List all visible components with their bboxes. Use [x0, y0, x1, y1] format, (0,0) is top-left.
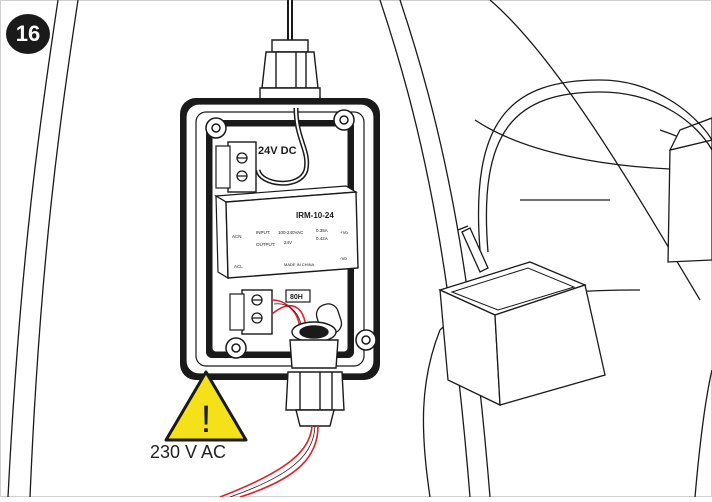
fuse-label: 80H [290, 294, 303, 301]
bottom-cable-gland [285, 321, 345, 427]
mains-cable [219, 425, 319, 498]
warning-icon: ! [164, 370, 248, 442]
dc-terminal-block: 24V DC [215, 141, 297, 193]
step-badge-circle [6, 14, 50, 54]
label-acl: ACL [234, 264, 243, 269]
label-acn: ACN [232, 234, 242, 239]
label-output-value: 24V [284, 240, 292, 245]
label-input-current: 0.35A [316, 228, 328, 233]
warning-symbol: ! [201, 399, 212, 441]
label-output-current: 0.42A [316, 236, 328, 241]
corner-screws [205, 109, 377, 359]
label-vo-minus: -Vo [340, 256, 347, 261]
step-badge: 16 [6, 14, 62, 54]
dc-terminal-label: 24V DC [258, 145, 297, 157]
voltage-label: 230 V AC [150, 442, 227, 462]
lamp-housing [667, 117, 712, 263]
label-origin: MADE IN CHINA [284, 262, 315, 267]
label-vo-plus: +Vo [340, 230, 348, 235]
label-input-value: 100-240VAC [278, 230, 304, 235]
label-input: INPUT: [256, 230, 270, 235]
step-number: 16 [15, 21, 41, 46]
label-output: OUTPUT: [256, 242, 275, 247]
hanging-sensor [438, 79, 712, 407]
top-cable-gland [259, 39, 321, 109]
module-model: IRM-10-24 [296, 211, 334, 220]
power-supply-module: IRM-10-24 INPUT: 100-240VAC 0.35A OUTPUT… [214, 185, 359, 280]
